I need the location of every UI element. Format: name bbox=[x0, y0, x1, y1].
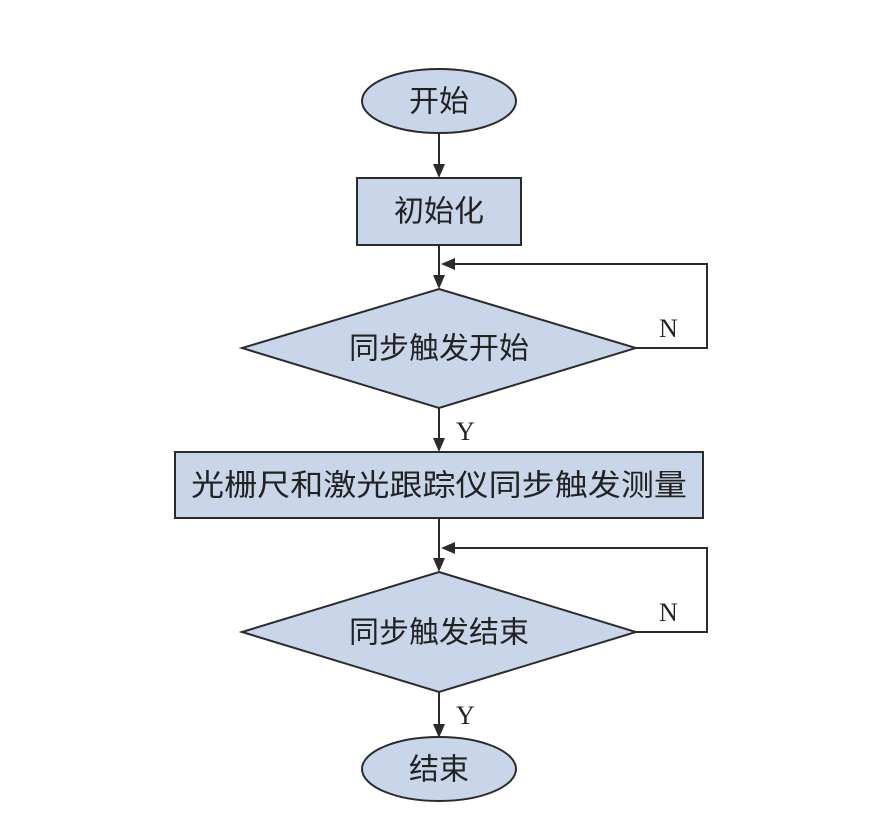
edge-sync-end-yes: Y bbox=[433, 692, 475, 738]
sync-start-yes-label: Y bbox=[456, 417, 475, 446]
edge-sync-start-no-loop: N bbox=[441, 258, 708, 349]
sync-end-yes-label: Y bbox=[456, 701, 475, 730]
sync-end-diamond bbox=[238, 570, 640, 694]
sync-end-label: 同步触发结束 bbox=[349, 616, 529, 651]
start-ellipse bbox=[361, 68, 517, 134]
node-end: 结束 bbox=[361, 736, 517, 802]
edge-measure-to-sync-end bbox=[433, 518, 445, 572]
node-sync-end-check: 同步触发结束 bbox=[238, 570, 640, 694]
measure-label: 光栅尺和激光跟踪仪同步触发测量 bbox=[191, 469, 687, 504]
sync-start-no-label: N bbox=[659, 314, 678, 343]
end-label: 结束 bbox=[409, 753, 469, 788]
node-measure: 光栅尺和激光跟踪仪同步触发测量 bbox=[174, 451, 704, 519]
sync-start-label: 同步触发开始 bbox=[349, 332, 529, 367]
start-label: 开始 bbox=[409, 85, 469, 120]
measure-box bbox=[174, 451, 704, 519]
edge-start-to-init bbox=[433, 133, 445, 178]
init-label: 初始化 bbox=[394, 195, 484, 230]
sync-end-no-label: N bbox=[659, 598, 678, 627]
end-ellipse bbox=[361, 736, 517, 802]
edge-sync-end-no-loop: N bbox=[441, 542, 708, 633]
sync-start-diamond bbox=[238, 287, 640, 410]
node-sync-start-check: 同步触发开始 bbox=[238, 287, 640, 410]
edge-init-to-sync-start bbox=[433, 245, 445, 289]
node-start: 开始 bbox=[361, 68, 517, 134]
edge-sync-start-yes: Y bbox=[433, 408, 475, 452]
node-init: 初始化 bbox=[356, 177, 522, 246]
init-box bbox=[356, 177, 522, 246]
